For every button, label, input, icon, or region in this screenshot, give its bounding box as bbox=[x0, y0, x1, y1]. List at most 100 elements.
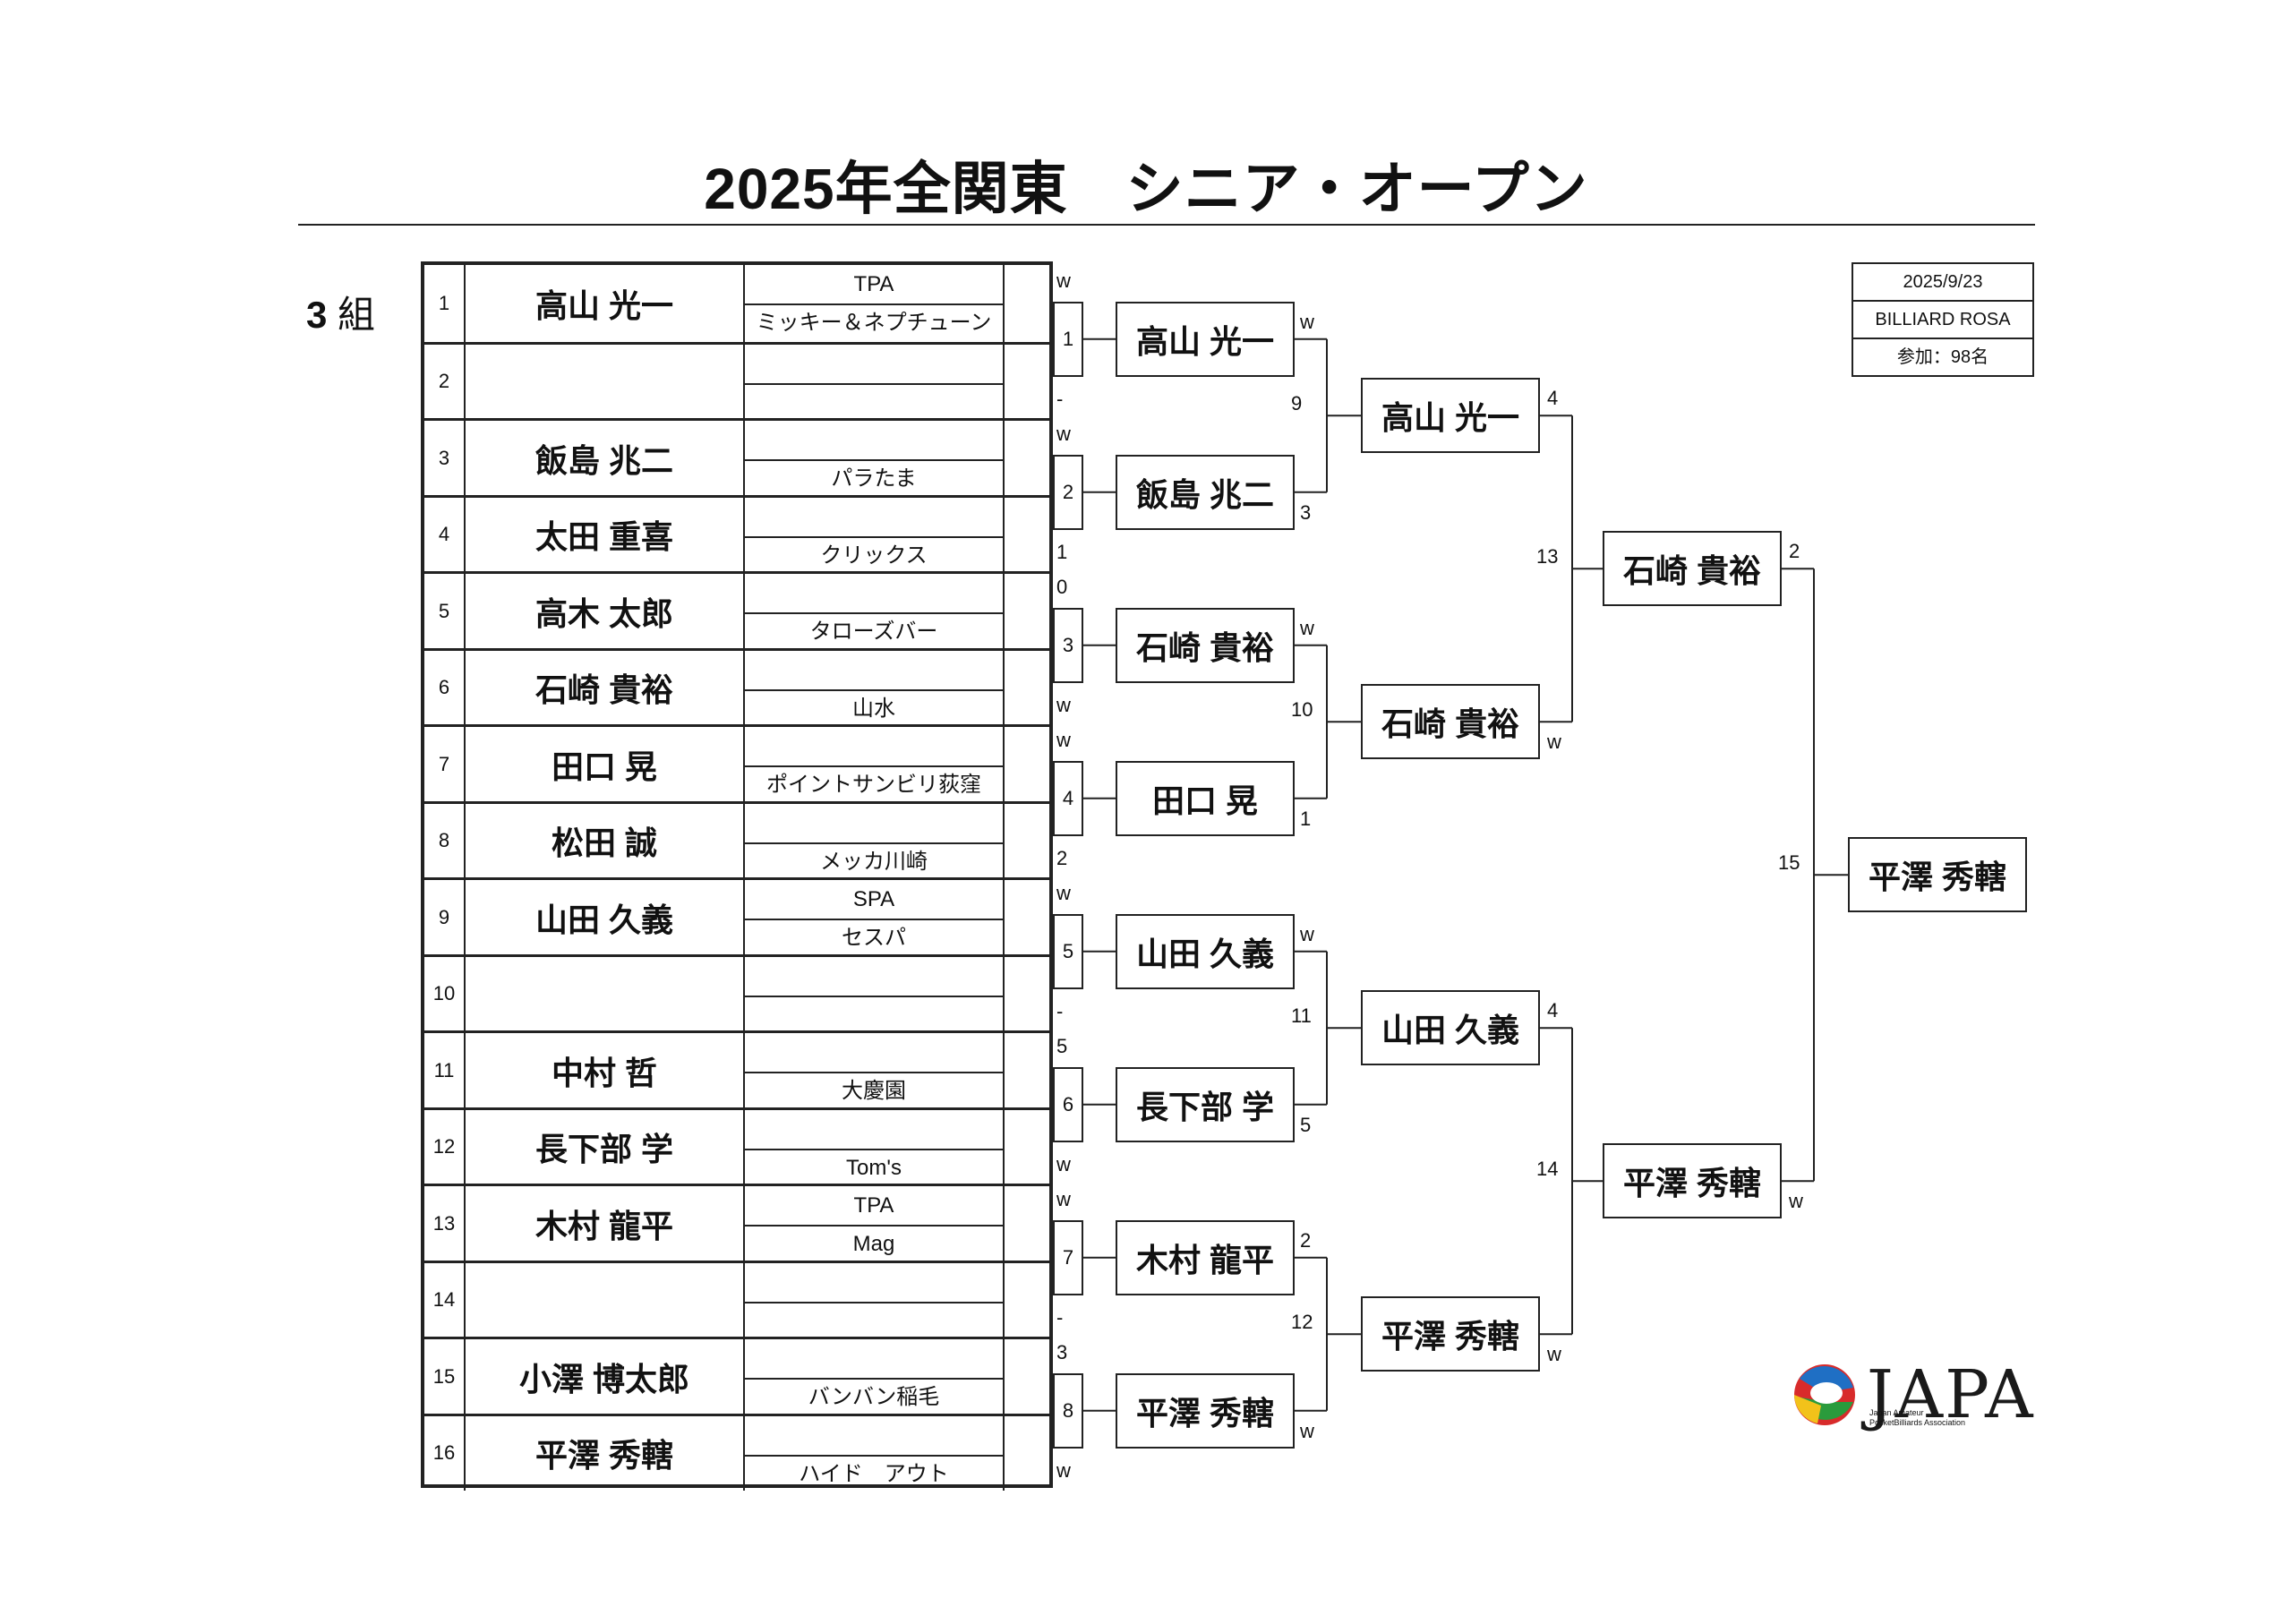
round1-top-score: 0 bbox=[1056, 575, 1068, 598]
page-title: 2025年全関東 シニア・オープン bbox=[704, 157, 1588, 221]
player-name: 高山 光一 bbox=[466, 265, 745, 342]
round1-bottom-score: w bbox=[1056, 1458, 1071, 1482]
round1-top-score: w bbox=[1056, 728, 1071, 751]
player-name: 木村 龍平 bbox=[466, 1186, 745, 1261]
round4-score: w bbox=[1789, 1190, 1803, 1213]
final-match-number: 15 bbox=[1778, 851, 1800, 875]
player-seed: 4 bbox=[424, 497, 466, 572]
player-seed: 8 bbox=[424, 803, 466, 878]
player-club: バンバン稲毛 bbox=[745, 1339, 1005, 1414]
group-number: 3 bbox=[306, 294, 328, 336]
player-name: 田口 晃 bbox=[466, 727, 745, 801]
round2-player-box: 長下部 学 bbox=[1116, 1066, 1295, 1142]
info-box: 2025/9/23 BILLIARD ROSA 参加：98名 bbox=[1852, 262, 2034, 377]
round2-player-box: 山田 久義 bbox=[1116, 913, 1295, 989]
round3-score: w bbox=[1547, 1343, 1561, 1366]
round2-match-number: 12 bbox=[1291, 1311, 1313, 1334]
player-name: 飯島 兆二 bbox=[466, 421, 745, 495]
round1-bottom-score: - bbox=[1056, 387, 1064, 410]
club-name: 山水 bbox=[852, 696, 895, 721]
round2-score: w bbox=[1300, 922, 1314, 945]
club-affiliation bbox=[745, 727, 1003, 767]
round3-score: 4 bbox=[1547, 999, 1559, 1022]
player-club: ポイントサンビリ荻窪 bbox=[745, 727, 1005, 801]
round2-player-box: 石崎 貴裕 bbox=[1116, 607, 1295, 683]
round1-match-number: 1 bbox=[1053, 301, 1083, 377]
club-name: クリックス bbox=[820, 543, 928, 568]
info-participants: 参加：98名 bbox=[1896, 347, 1989, 367]
player-seed: 2 bbox=[424, 344, 466, 419]
round1-bottom-score: 2 bbox=[1056, 846, 1068, 869]
player-seed: 13 bbox=[424, 1186, 466, 1261]
club-name: Mag bbox=[852, 1232, 895, 1256]
round2-match-number: 9 bbox=[1291, 392, 1303, 415]
round1-match-number: 7 bbox=[1053, 1219, 1083, 1295]
player-name: 松田 誠 bbox=[466, 803, 745, 878]
player-name bbox=[466, 344, 745, 419]
club-name: ミッキー＆ネプチューン bbox=[756, 311, 992, 335]
player-seed: 12 bbox=[424, 1109, 466, 1184]
player-seed: 11 bbox=[424, 1033, 466, 1107]
round1-top-score: w bbox=[1056, 1187, 1071, 1210]
round2-score: w bbox=[1300, 310, 1314, 333]
logo-circle-blue bbox=[1800, 1365, 1853, 1393]
player-club: クリックス bbox=[745, 497, 1005, 572]
player-seed: 9 bbox=[424, 880, 466, 954]
round1-bottom-score: w bbox=[1056, 1152, 1071, 1175]
roster-row: 10 bbox=[424, 953, 1049, 1031]
club-affiliation bbox=[745, 1033, 1003, 1073]
round1-top-score: w bbox=[1056, 422, 1071, 445]
club-affiliation: SPA bbox=[745, 880, 1003, 920]
player-seed: 3 bbox=[424, 421, 466, 495]
round1-top-score: w bbox=[1056, 269, 1071, 292]
club-affiliation bbox=[745, 957, 1003, 997]
info-venue: BILLIARD ROSA bbox=[1853, 302, 2032, 339]
player-club: 山水 bbox=[745, 650, 1005, 725]
round2-player-box: 飯島 兆二 bbox=[1116, 454, 1295, 530]
player-seed: 6 bbox=[424, 650, 466, 725]
club-name: パラたま bbox=[831, 466, 917, 491]
round3-player-box: 高山 光一 bbox=[1361, 378, 1540, 454]
group-label: 3 組 bbox=[306, 285, 375, 339]
winner-box: 平澤 秀轄 bbox=[1848, 837, 2027, 913]
player-name: 高木 太郎 bbox=[466, 574, 745, 648]
round4-score: 2 bbox=[1789, 540, 1800, 563]
player-seed: 7 bbox=[424, 727, 466, 801]
club-affiliation bbox=[745, 1416, 1003, 1457]
player-club bbox=[745, 956, 1005, 1031]
player-name: 太田 重喜 bbox=[466, 497, 745, 572]
round2-score: 1 bbox=[1300, 807, 1312, 830]
player-name: 小澤 博太郎 bbox=[466, 1339, 745, 1414]
round1-match-number: 3 bbox=[1053, 607, 1083, 683]
club-name: 大慶園 bbox=[842, 1079, 906, 1103]
club-affiliation bbox=[745, 804, 1003, 844]
logo-text: JAPA bbox=[1867, 1356, 2035, 1433]
club-name: ハイド アウト bbox=[799, 1461, 949, 1486]
club-affiliation bbox=[745, 574, 1003, 614]
round2-player-box: 田口 晃 bbox=[1116, 760, 1295, 836]
round1-match-number: 2 bbox=[1053, 454, 1083, 530]
roster-row: 2 bbox=[424, 341, 1049, 419]
club-affiliation bbox=[745, 421, 1003, 461]
round3-score: w bbox=[1547, 731, 1561, 754]
club-name: ポイントサンビリ荻窪 bbox=[766, 773, 981, 797]
player-name: 山田 久義 bbox=[466, 880, 745, 954]
player-seed: 5 bbox=[424, 574, 466, 648]
player-club: メッカ川崎 bbox=[745, 803, 1005, 878]
player-seed: 15 bbox=[424, 1339, 466, 1414]
round3-match-number: 13 bbox=[1536, 545, 1559, 568]
round2-match-number: 10 bbox=[1291, 698, 1313, 722]
